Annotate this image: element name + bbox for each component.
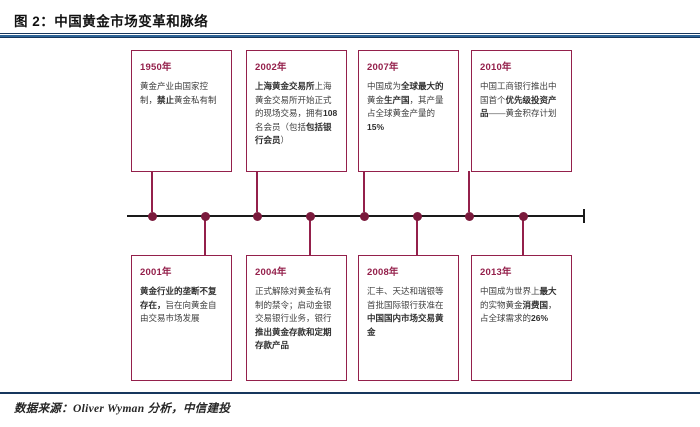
event-box-2004: 2004年 正式解除对黄金私有制的禁令；启动金银交易银行业务，银行推出黄金存款和… [246, 255, 347, 381]
timeline-dot-2007 [359, 211, 369, 221]
timeline-dot-2004 [305, 211, 315, 221]
connector-up-2002 [256, 171, 258, 212]
connector-down-2004 [309, 220, 311, 255]
event-text: 正式解除对黄金私有制的禁令；启动金银交易银行业务，银行推出黄金存款和定期存款产品 [255, 286, 332, 350]
event-text: 上海黄金交易所上海黄金交易所开始正式的现场交易，拥有108名会员（包括包括银行会… [255, 81, 338, 145]
event-year: 2008年 [367, 267, 399, 278]
event-box-2013: 2013年 中国成为世界上最大的实物黄金消费国，占全球需求的26% [471, 255, 572, 381]
event-box-1950: 1950年 黄金产业由国家控制，禁止黄金私有制 [131, 50, 232, 172]
connector-up-2010 [468, 171, 470, 212]
event-text: 黄金产业由国家控制，禁止黄金私有制 [140, 81, 217, 105]
event-box-2002: 2002年 上海黄金交易所上海黄金交易所开始正式的现场交易，拥有108名会员（包… [246, 50, 347, 172]
event-year: 2001年 [140, 267, 172, 278]
timeline-axis [127, 215, 585, 217]
timeline-dot-2002 [252, 211, 262, 221]
timeline-end-tick [583, 209, 585, 223]
event-text: 中国工商银行推出中国首个优先级投资产品——黄金积存计划 [480, 81, 557, 118]
event-box-2001: 2001年 黄金行业的垄断不复存在，旨在向黄金自由交易市场发展 [131, 255, 232, 381]
event-year: 2013年 [480, 267, 512, 278]
event-text: 汇丰、天达和瑞银等首批国际银行获准在中国国内市场交易黄金 [367, 286, 444, 337]
connector-down-2001 [204, 220, 206, 255]
connector-up-2007 [363, 171, 365, 212]
event-year: 2010年 [480, 62, 512, 73]
connector-up-1950 [151, 171, 153, 212]
timeline-dot-2010 [464, 211, 474, 221]
timeline-dot-2013 [518, 211, 528, 221]
title-separator-thin [0, 33, 700, 34]
event-year: 1950年 [140, 62, 172, 73]
event-text: 中国成为世界上最大的实物黄金消费国，占全球需求的26% [480, 286, 557, 323]
event-box-2007: 2007年 中国成为全球最大的黄金生产国，其产量占全球黄金产量的15% [358, 50, 459, 172]
source-note: 数据来源：Oliver Wyman 分析，中信建投 [14, 403, 231, 415]
timeline-dot-1950 [147, 211, 157, 221]
source-separator [0, 392, 700, 394]
event-box-2008: 2008年 汇丰、天达和瑞银等首批国际银行获准在中国国内市场交易黄金 [358, 255, 459, 381]
event-text: 黄金行业的垄断不复存在，旨在向黄金自由交易市场发展 [140, 286, 217, 323]
connector-down-2008 [416, 220, 418, 255]
timeline-dot-2008 [412, 211, 422, 221]
timeline-dot-2001 [200, 211, 210, 221]
event-year: 2002年 [255, 62, 287, 73]
event-box-2010: 2010年 中国工商银行推出中国首个优先级投资产品——黄金积存计划 [471, 50, 572, 172]
event-year: 2007年 [367, 62, 399, 73]
event-year: 2004年 [255, 267, 287, 278]
figure-title: 图 2：中国黄金市场变革和脉络 [14, 14, 209, 29]
connector-down-2013 [522, 220, 524, 255]
event-text: 中国成为全球最大的黄金生产国，其产量占全球黄金产量的15% [367, 81, 444, 132]
title-separator-blue [0, 35, 700, 38]
